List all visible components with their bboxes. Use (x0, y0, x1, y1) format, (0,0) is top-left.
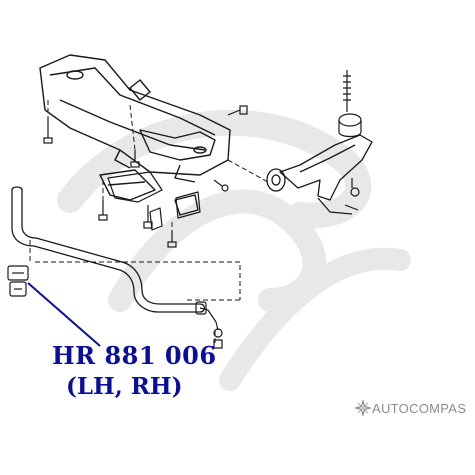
brand-watermark: AUTOCOMPAS (355, 396, 466, 420)
mounting-brackets (107, 171, 201, 231)
transverse-link (266, 134, 373, 215)
part-number-label: HR 881 006 (52, 341, 217, 370)
background-watermark-logo (57, 109, 411, 391)
dashed-leader-lines (29, 100, 269, 345)
stabilizer-bar (11, 186, 206, 313)
brand-name: AUTOCOMPAS (372, 400, 467, 416)
bolts (43, 105, 248, 248)
part-sides-label: (LH, RH) (66, 373, 183, 400)
ball-joint (338, 70, 362, 211)
stabilizer-link (195, 301, 223, 349)
stabilizer-bushing (7, 265, 29, 297)
compass-star-icon (355, 400, 371, 416)
callout-leader-line (27, 282, 101, 347)
front-crossmember (39, 54, 231, 216)
